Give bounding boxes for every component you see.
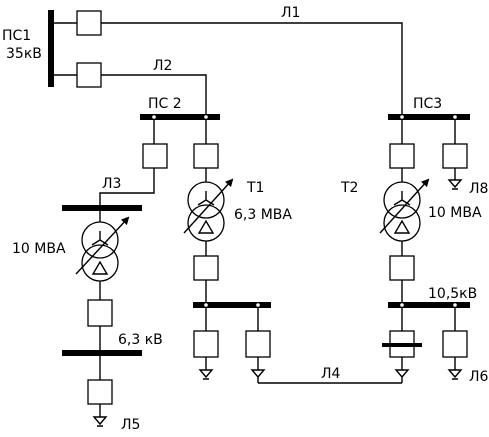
l6-breaker — [442, 330, 468, 358]
label-ps3: ПС3 — [413, 96, 442, 112]
label-t1-rating: 6,3 МВА — [234, 207, 292, 223]
label-t2-rating: 10 МВА — [428, 205, 482, 221]
t2-lv-breaker — [389, 255, 415, 281]
label-ps1: ПС1 — [2, 28, 31, 44]
label-t1: Т1 — [246, 180, 264, 196]
bus-6-3kv — [62, 350, 142, 356]
label-ps1-voltage: 35кВ — [6, 46, 42, 62]
line-l1 — [101, 22, 403, 117]
t1-lv-load-breaker — [193, 330, 219, 358]
ps1-l1-breaker — [76, 10, 102, 36]
label-l8: Л8 — [469, 181, 488, 197]
bus-10-5kv — [388, 302, 470, 308]
ps1-l2-breaker — [76, 62, 102, 88]
ps3-t2-breaker — [389, 143, 415, 169]
label-bus-6-3kv: 6,3 кВ — [118, 332, 163, 348]
transformer-t2 — [379, 178, 430, 242]
label-ps2: ПС 2 — [148, 96, 182, 112]
l3-bus — [62, 205, 142, 211]
ps3-l8-breaker — [442, 143, 468, 169]
load-arrow — [198, 369, 214, 380]
label-l5: Л5 — [121, 417, 140, 433]
label-l2: Л2 — [153, 58, 172, 74]
label-l3: Л3 — [102, 176, 121, 192]
ps3-bus — [388, 114, 470, 120]
left-lv-breaker — [87, 299, 113, 327]
ps2-t1-breaker — [193, 143, 219, 169]
t1-l4-breaker — [245, 330, 271, 358]
label-bus-10-5kv: 10,5кВ — [428, 286, 477, 302]
label-l1: Л1 — [281, 5, 300, 21]
label-l6: Л6 — [469, 369, 489, 385]
ps1-bus — [48, 10, 54, 87]
ps2-l3-breaker — [142, 143, 168, 169]
l5-breaker — [87, 379, 113, 405]
t1-lv-bus — [193, 302, 271, 308]
ps2-bus — [140, 114, 220, 120]
line-l3 — [99, 168, 155, 205]
t1-lv-breaker — [193, 255, 219, 281]
line-l2 — [101, 74, 207, 117]
transformer-t1 — [183, 178, 234, 242]
transformer-left — [75, 216, 130, 282]
label-l4: Л4 — [321, 366, 341, 382]
label-t2: Т2 — [340, 180, 358, 196]
label-left-tr-rating: 10 МВА — [12, 241, 66, 257]
open-switch-bar — [382, 343, 422, 347]
